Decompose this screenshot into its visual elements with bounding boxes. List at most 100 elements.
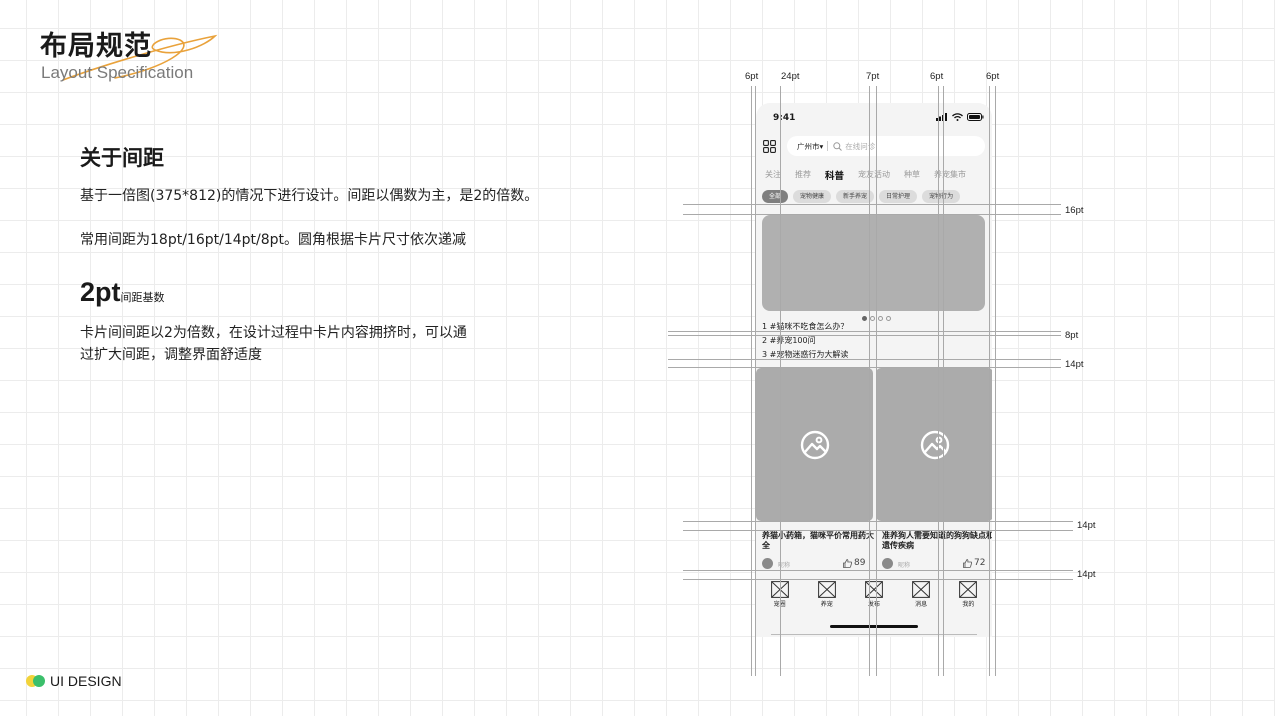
spacing-base-label: 间距基数 — [120, 291, 165, 304]
placeholder-icon — [912, 581, 931, 598]
brand-logo-icon — [26, 675, 46, 687]
chip-behavior[interactable]: 宠物行为 — [922, 190, 961, 203]
nav-label: 消息 — [915, 601, 928, 608]
tab-science[interactable]: 科普 — [825, 171, 845, 182]
guide-line — [683, 204, 1061, 205]
guide-line — [683, 579, 1073, 580]
chip-newbie[interactable]: 新手养宠 — [836, 190, 875, 203]
guide-line — [751, 86, 752, 676]
city-selector[interactable]: 广州市▾ — [797, 141, 824, 151]
tab-follow[interactable]: 关注 — [765, 170, 781, 179]
measure-label: 6pt — [745, 71, 759, 82]
placeholder-icon — [817, 581, 836, 598]
measure-label: 16pt — [1065, 205, 1084, 216]
guide-line — [683, 530, 1073, 531]
guide-line — [668, 331, 1061, 332]
home-indicator — [830, 625, 918, 628]
measure-label: 7pt — [866, 71, 880, 82]
nav-item-publish[interactable]: 发布 — [854, 581, 894, 608]
measure-label: 6pt — [930, 71, 944, 82]
measure-label: 14pt — [1077, 569, 1096, 580]
chip-care[interactable]: 日常护理 — [879, 190, 918, 203]
title-swoosh-decoration — [62, 34, 218, 81]
filter-chips: 全部 宠物健康 新手养宠 日常护理 宠物行为 — [762, 190, 961, 203]
page-subtitle: Layout Specification — [41, 63, 194, 82]
measure-label: 8pt — [1065, 330, 1079, 341]
image-icon — [800, 430, 829, 459]
banner-placeholder[interactable] — [762, 215, 985, 311]
guide-line — [869, 86, 870, 676]
guide-line — [780, 86, 781, 676]
thumb-up-icon — [963, 558, 972, 568]
image-icon — [920, 430, 949, 459]
page-title: 布局规范 — [40, 31, 152, 62]
search-bar[interactable]: 广州市▾ 在线问诊 — [787, 136, 985, 156]
chip-all[interactable]: 全部 — [762, 190, 789, 203]
chip-health[interactable]: 宠物健康 — [793, 190, 832, 203]
nav-item-messages[interactable]: 消息 — [901, 581, 941, 608]
ranking-item[interactable]: 2 #养宠100问 — [762, 336, 816, 345]
like-count: 72 — [974, 558, 986, 568]
section-title: 关于间距 — [80, 146, 164, 170]
guide-line — [683, 570, 1073, 571]
avatar — [882, 558, 893, 569]
guide-line — [943, 86, 944, 676]
ranking-item[interactable]: 3 #宠物迷惑行为大解读 — [762, 350, 849, 359]
guide-line — [668, 335, 1061, 336]
search-icon — [833, 141, 843, 151]
banner-pager — [862, 316, 891, 321]
card-title[interactable]: 准养狗人需要知道的狗狗缺点和遗传疾病 — [882, 531, 992, 550]
nav-label: 发布 — [867, 601, 880, 608]
spacing-base: 2pt间距基数 — [80, 277, 165, 308]
tab-market[interactable]: 养宠集市 — [934, 170, 967, 179]
nav-label: 养宠 — [820, 601, 833, 608]
nav-label: 宠圈 — [773, 601, 786, 608]
like-button[interactable]: 72 — [963, 558, 985, 568]
bottom-nav: 宠圈 养宠 发布 消息 我的 — [756, 581, 992, 608]
card-title[interactable]: 养猫小药箱，猫咪平价常用药大全 — [762, 531, 874, 550]
measure-label: 14pt — [1077, 520, 1096, 531]
guide-line — [876, 86, 877, 676]
search-input[interactable]: 在线问诊 — [845, 141, 876, 151]
measure-label: 6pt — [986, 71, 1000, 82]
tab-seeding[interactable]: 种草 — [904, 170, 921, 179]
phone-base-line — [771, 634, 977, 635]
thumb-up-icon — [843, 558, 852, 568]
grid-icon[interactable] — [763, 140, 776, 153]
placeholder-icon — [770, 581, 789, 598]
tab-recommend[interactable]: 推荐 — [795, 170, 811, 179]
status-time: 9:41 — [773, 113, 796, 123]
spacing-base-value: 2pt — [80, 277, 121, 307]
card-nickname: 昵称 — [898, 562, 911, 569]
nav-item-raise-pet[interactable]: 养宠 — [807, 581, 847, 608]
placeholder-icon — [865, 581, 883, 598]
guide-line — [995, 86, 996, 676]
guide-line — [938, 86, 939, 676]
guide-line — [683, 521, 1073, 522]
wifi-icon — [952, 113, 963, 121]
guide-line — [668, 359, 1061, 360]
nav-item-pet-circle[interactable]: 宠圈 — [760, 581, 800, 608]
phone-mockup: 9:41 广州市▾ 在线问诊 关注 推荐 科普 宠友活动 种草 养宠集市 全部 … — [756, 103, 992, 637]
measure-label: 24pt — [781, 71, 800, 82]
nav-label: 我的 — [962, 601, 975, 608]
guide-line — [755, 86, 756, 676]
like-button[interactable]: 89 — [843, 558, 865, 568]
brand-label: UI DESIGN — [50, 673, 122, 689]
nav-item-mine[interactable]: 我的 — [948, 581, 988, 608]
common-spacing-description: 常用间距为18pt/16pt/14pt/8pt。圆角根据卡片尺寸依次递减 — [80, 232, 467, 248]
card-image-placeholder[interactable] — [756, 368, 873, 521]
category-tabs: 关注 推荐 科普 宠友活动 种草 养宠集市 — [765, 169, 980, 182]
avatar — [762, 558, 773, 569]
guide-line — [683, 214, 1061, 215]
card-image-placeholder[interactable] — [876, 368, 992, 521]
like-count: 89 — [854, 558, 866, 568]
placeholder-icon — [959, 581, 978, 598]
ranking-item[interactable]: 1 #猫咪不吃食怎么办？ — [762, 322, 849, 331]
card-spacing-description: 卡片间间距以2为倍数，在设计过程中卡片内容拥挤时，可以通过扩大间距，调整界面舒适… — [80, 325, 467, 363]
tab-events[interactable]: 宠友活动 — [858, 170, 891, 179]
guide-line — [989, 86, 990, 676]
search-divider — [827, 141, 829, 151]
guide-line — [668, 367, 1061, 368]
measure-label: 14pt — [1065, 359, 1084, 370]
